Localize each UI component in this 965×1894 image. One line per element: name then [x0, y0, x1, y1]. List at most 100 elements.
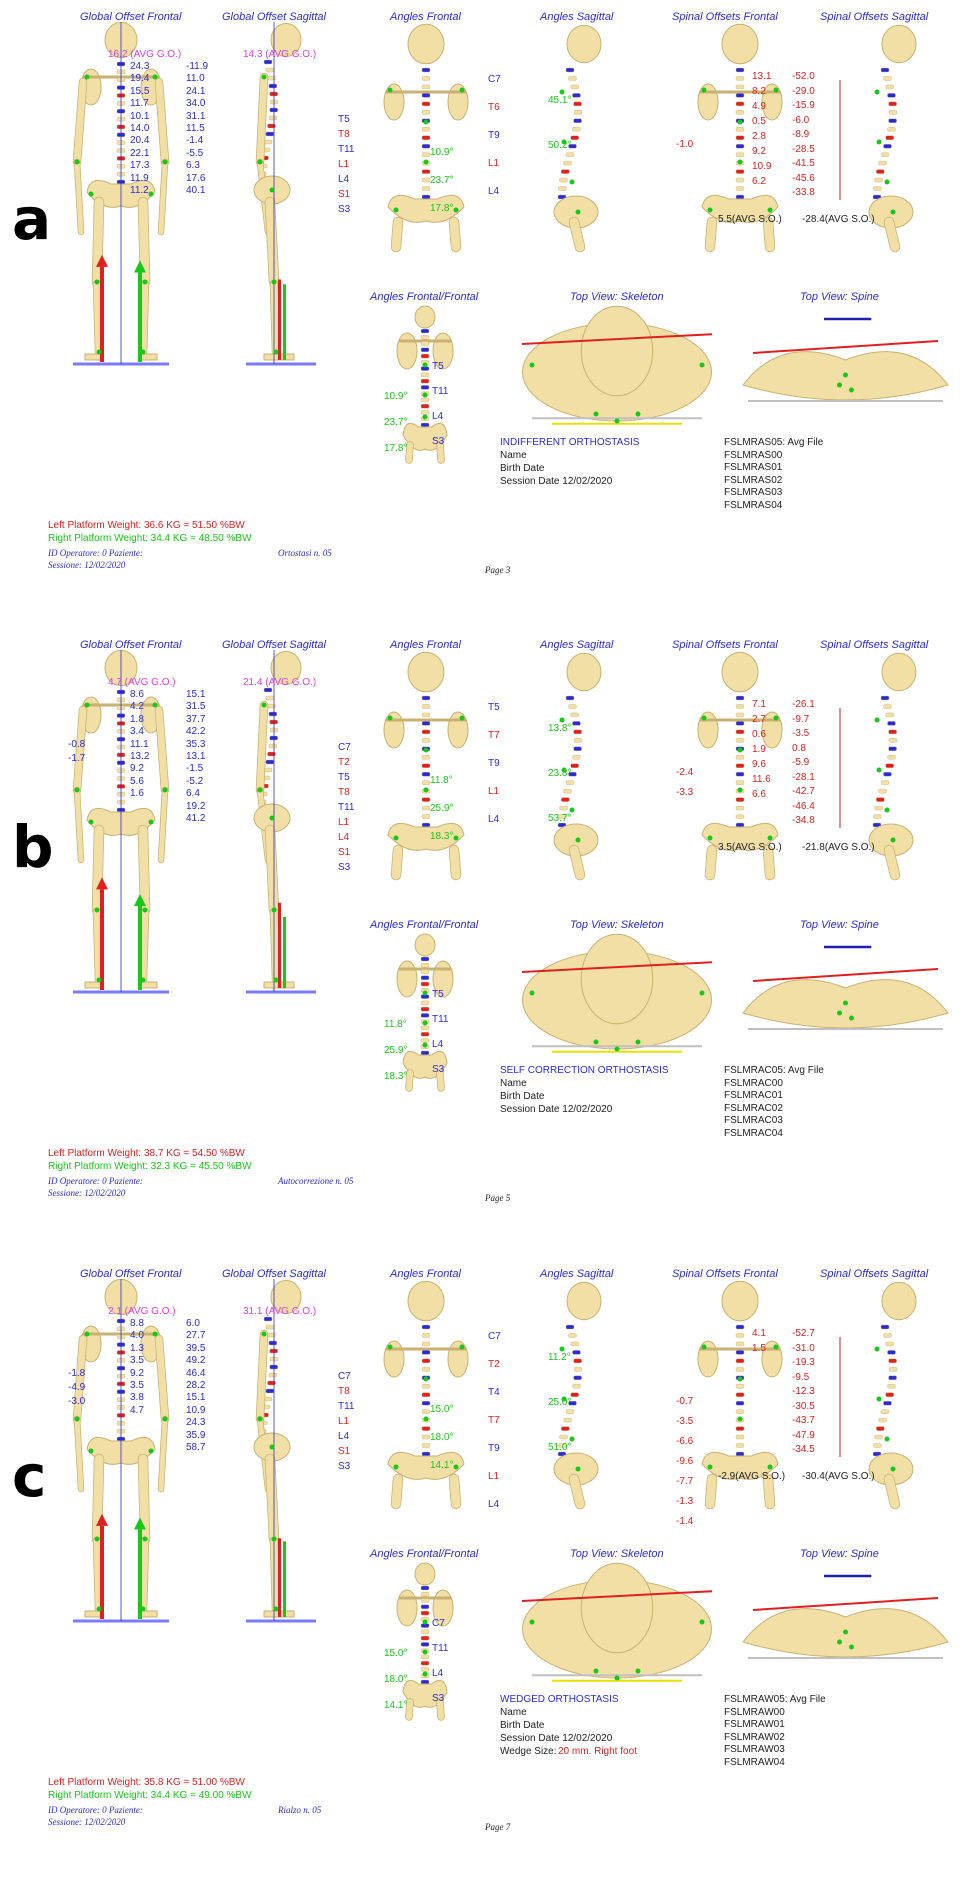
vertebra-shape — [559, 177, 568, 183]
aff-vertebra-label: T5 — [432, 989, 444, 1000]
marker-dot — [74, 787, 80, 793]
vertebra-shape — [268, 1340, 278, 1346]
vertebra-shape — [421, 84, 431, 90]
aff-vertebra-label: S3 — [432, 1064, 445, 1075]
bone-shape — [155, 1335, 169, 1423]
birth-date-label: Birth Date — [500, 1091, 545, 1102]
vertebra-shape — [573, 738, 583, 743]
vertebra-shape — [563, 1417, 572, 1423]
marker-dot — [422, 1671, 428, 1677]
marker-dot — [162, 159, 168, 165]
vertebra-shape — [735, 1451, 745, 1457]
marker-dot — [569, 807, 575, 813]
session-line: Sessione: 12/02/2020 — [48, 1188, 126, 1198]
skeleton-drawing — [72, 21, 949, 464]
vertebra-shape — [421, 738, 431, 743]
marker-dot — [152, 1331, 158, 1337]
marker-dot — [393, 1464, 399, 1470]
vertebra-shape — [420, 1000, 430, 1006]
marker-dot — [614, 1675, 620, 1681]
bone-shape — [884, 845, 900, 880]
gof-left-value: -1.7 — [68, 753, 86, 764]
marker-dot — [884, 1436, 890, 1442]
vertebra-shape — [887, 1384, 896, 1389]
aff-angle-value: 15.0° — [384, 1648, 408, 1659]
right-force-bar — [138, 906, 142, 990]
vertebra-shape — [421, 704, 431, 709]
marker-dot — [74, 159, 80, 165]
vertebra-shape — [735, 771, 745, 777]
session-line: Sessione: 12/02/2020 — [48, 560, 126, 570]
bone-shape — [884, 217, 900, 252]
skull-shape — [407, 1280, 445, 1322]
gof-outer-value: 27.7 — [186, 1330, 206, 1342]
sos-value: -26.1 — [792, 699, 815, 710]
sos-value: -43.7 — [792, 1415, 815, 1426]
skull-shape — [566, 1281, 602, 1321]
sos-value: -19.3 — [792, 1357, 815, 1368]
gof-inner-value: 8.6 — [130, 689, 144, 700]
gof-outer-value: 31.1 — [186, 110, 206, 122]
vertebra-shape — [421, 1434, 431, 1440]
operator-line: ID Operatore: 0 Paziente: — [48, 1176, 143, 1186]
sof-average-label: 3.5(AVG S.O.) — [718, 842, 782, 853]
vertebra-shape — [559, 1434, 568, 1440]
marker-dot — [561, 767, 567, 773]
vertebra-shape — [421, 712, 431, 718]
title-angles-frontal: Angles Frontal — [390, 639, 461, 651]
gof-outer-value: 6.3 — [186, 160, 200, 172]
vertebra-shape — [735, 101, 745, 107]
vertebra-shape — [573, 101, 582, 107]
af-vertebra-label: T8 — [338, 1386, 350, 1397]
skull-shape — [566, 652, 602, 692]
as-vertebra-label: C7 — [488, 1331, 501, 1342]
file-entry: FSLMRAS04 — [724, 499, 783, 511]
page-number: Page 5 — [485, 1193, 511, 1203]
scapula-shape — [396, 960, 418, 998]
title-global-offset-sagittal: Global Offset Sagittal — [222, 639, 326, 651]
marker-dot — [593, 411, 599, 417]
marker-dot — [837, 1639, 842, 1645]
bone-shape — [158, 787, 168, 863]
marker-dot — [273, 1606, 279, 1612]
marker-dot — [422, 1020, 428, 1026]
gof-outer-value: 6.0 — [186, 1318, 200, 1329]
bone-shape — [437, 1699, 444, 1720]
af-vertebra-label: T5 — [338, 114, 350, 125]
aff-angle-value: 18.3° — [384, 1071, 408, 1082]
marker-dot — [257, 1416, 263, 1422]
vertebra-shape — [421, 101, 431, 107]
vertebra-shape — [565, 1409, 575, 1414]
page-number: Page 3 — [485, 565, 511, 575]
aff-vertebra-label: T5 — [432, 361, 444, 372]
vertebra-shape — [735, 152, 745, 157]
bone-shape — [73, 1335, 87, 1423]
vertebra-shape — [265, 1388, 275, 1394]
gof-inner-value: 22.1 — [130, 147, 150, 159]
vertebra-shape — [420, 378, 430, 384]
right-force-bar — [283, 1541, 286, 1617]
vertebra-shape — [421, 729, 431, 735]
pelvis-shape — [402, 1050, 448, 1079]
vertebra-shape — [573, 729, 582, 735]
sof-left-value: -3.3 — [676, 787, 694, 798]
scapula-shape — [383, 83, 405, 121]
right-force-bar — [138, 1529, 142, 1619]
vertebra-shape — [267, 751, 276, 757]
gos-average-label: 31.1 (AVG G.O.) — [243, 1306, 317, 1317]
bone-shape — [763, 217, 775, 252]
vertebra-shape — [885, 712, 894, 718]
vertebra-shape — [735, 814, 745, 819]
vertebra-shape — [735, 763, 745, 768]
af-vertebra-label: S3 — [338, 1461, 351, 1472]
vertebra-shape — [570, 135, 579, 140]
pelvis-shape — [387, 1451, 465, 1480]
af-vertebra-label: S1 — [338, 1446, 351, 1457]
vertebra-shape — [420, 1635, 430, 1641]
right-force-bar — [283, 284, 286, 360]
vertebra-shape — [420, 347, 430, 352]
file-entry: FSLMRAS00 — [724, 449, 783, 461]
marker-dot — [423, 787, 429, 793]
marker-dot — [269, 187, 275, 193]
sos-value: -12.3 — [792, 1386, 815, 1397]
